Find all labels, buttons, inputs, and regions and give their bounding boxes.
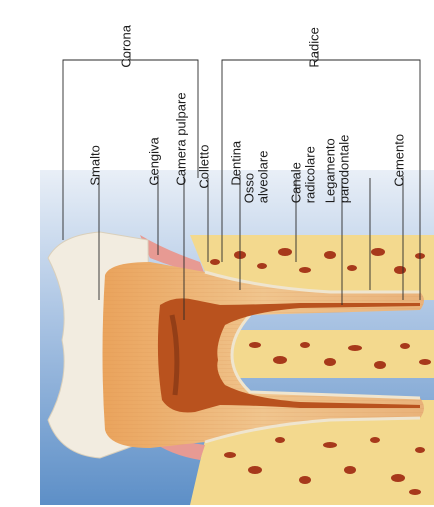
label-colletto: Colletto [197, 145, 211, 189]
label-legamento-line1: Legamento [324, 135, 338, 204]
label-gengiva: Gengiva [147, 137, 161, 185]
label-smalto: Smalto [88, 145, 102, 185]
label-cemento: Cemento [392, 134, 406, 187]
label-legamento-parodontale: Legamento parodontale [324, 135, 351, 204]
label-canale-radicolare: Canale radicolare [290, 146, 317, 203]
label-osso-alveolare: Osso alveolare [243, 151, 270, 204]
label-camera-pulpare: Camera pulpare [174, 92, 188, 185]
label-osso-line2: alveolare [256, 151, 270, 204]
label-legamento-line2: parodontale [337, 135, 351, 204]
label-canale-line1: Canale [290, 146, 304, 203]
label-osso-line1: Osso [243, 151, 257, 204]
label-canale-line2: radicolare [303, 146, 317, 203]
label-radice: Radice [307, 27, 321, 67]
label-corona: Corona [119, 25, 133, 68]
